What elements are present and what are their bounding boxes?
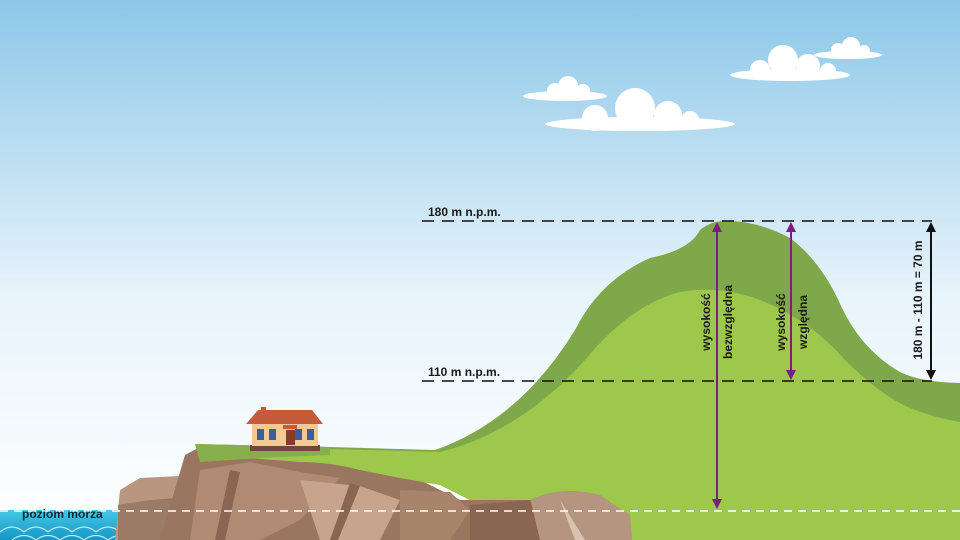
label-sea-level: poziom morza: [22, 507, 103, 521]
cloud: [814, 37, 882, 59]
label-180: 180 m n.p.m.: [428, 205, 501, 219]
house: [246, 407, 323, 451]
cloud: [545, 88, 735, 131]
cloud: [523, 76, 607, 101]
hill-inner: [210, 289, 960, 540]
label-absolute-2: bezwzględna: [721, 285, 735, 359]
label-110: 110 m n.p.m.: [428, 365, 500, 379]
cloud: [730, 45, 850, 81]
cliff: [115, 447, 635, 540]
label-relative-1: wysokość: [774, 293, 788, 352]
label-relative-2: względna: [796, 295, 810, 350]
clouds: [523, 37, 882, 131]
label-difference: 180 m - 110 m = 70 m: [911, 240, 925, 359]
label-absolute-1: wysokość: [699, 293, 713, 352]
